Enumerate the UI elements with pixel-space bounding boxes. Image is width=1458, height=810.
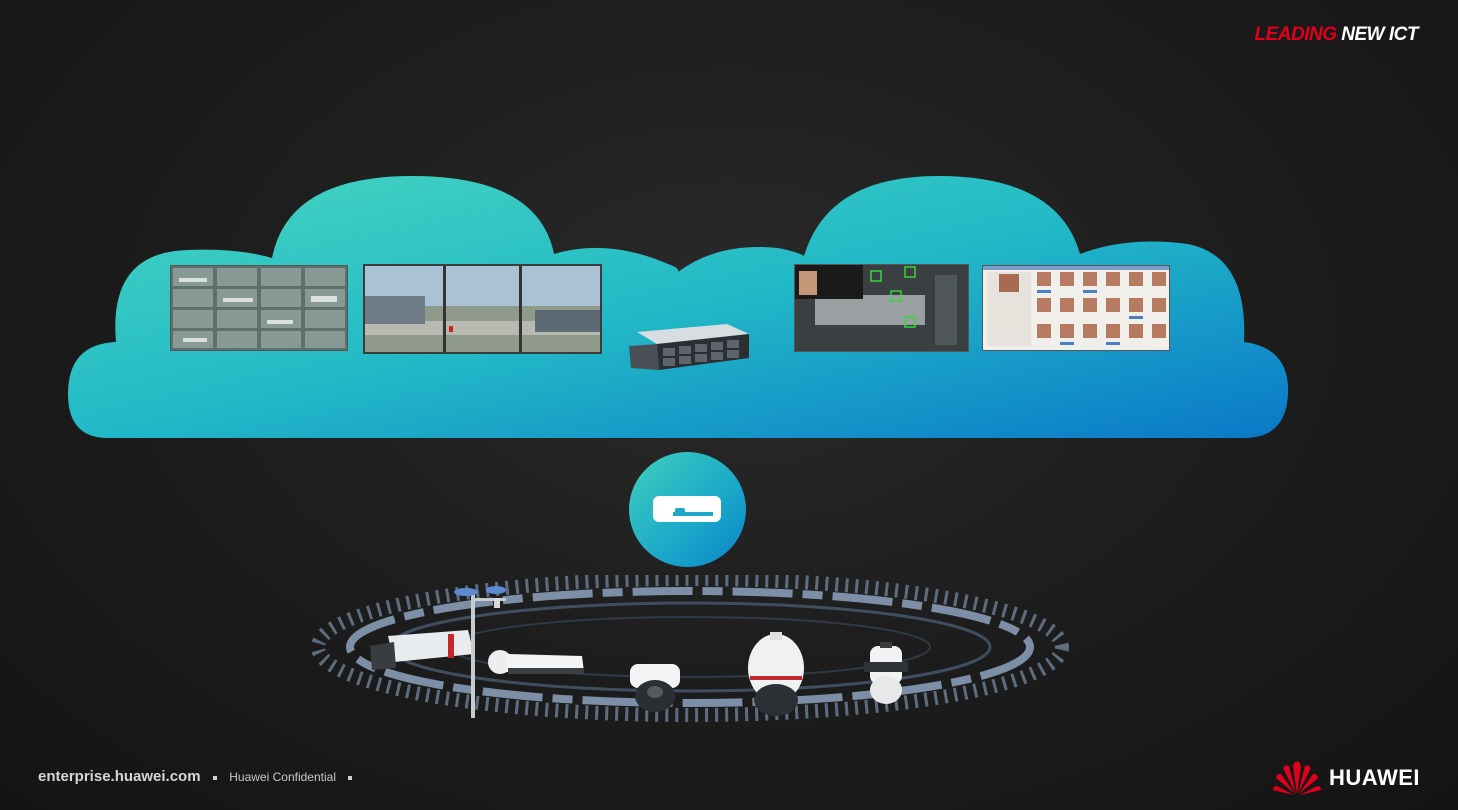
- airport-panorama-screen: [363, 264, 602, 354]
- street-pole-icon: [454, 586, 506, 718]
- cloud-illustration: [68, 176, 1289, 438]
- bullet-camera-icon: [488, 650, 584, 674]
- slogan-red: LEADING: [1254, 24, 1338, 45]
- footer-separator-end: [348, 775, 353, 780]
- ptz-camera-icon: [748, 632, 804, 716]
- face-recognition-screen: [982, 265, 1170, 351]
- huawei-wordmark: HUAWEI: [1329, 765, 1420, 790]
- footer-site-link[interactable]: enterprise.huawei.com: [38, 768, 201, 785]
- parking-analytics-image: [795, 265, 968, 351]
- airport-panorama-image: [365, 266, 600, 352]
- footer-confidential: Huawei Confidential: [229, 770, 336, 784]
- face-recognition-image: [983, 266, 1169, 350]
- footer-separator: [212, 775, 217, 780]
- dome-camera-icon: [630, 664, 680, 712]
- gateway-icon: [653, 496, 721, 522]
- slogan-white: NEW ICT: [1341, 24, 1418, 45]
- huawei-logo-icon: [1273, 761, 1321, 795]
- footer: enterprise.huawei.com Huawei Confidentia…: [38, 768, 361, 785]
- leading-new-ict-slogan: LEADING NEW ICT: [1255, 24, 1419, 46]
- parking-analytics-screen: [794, 264, 969, 352]
- cctv-grid-image: [171, 266, 347, 350]
- gateway-hub: [629, 452, 746, 567]
- huawei-logo: HUAWEI: [1273, 758, 1420, 798]
- camera-icon: [370, 630, 474, 670]
- server-icon: [629, 324, 749, 370]
- cctv-grid-screen: [170, 265, 348, 351]
- speed-dome-camera-icon: [864, 642, 908, 704]
